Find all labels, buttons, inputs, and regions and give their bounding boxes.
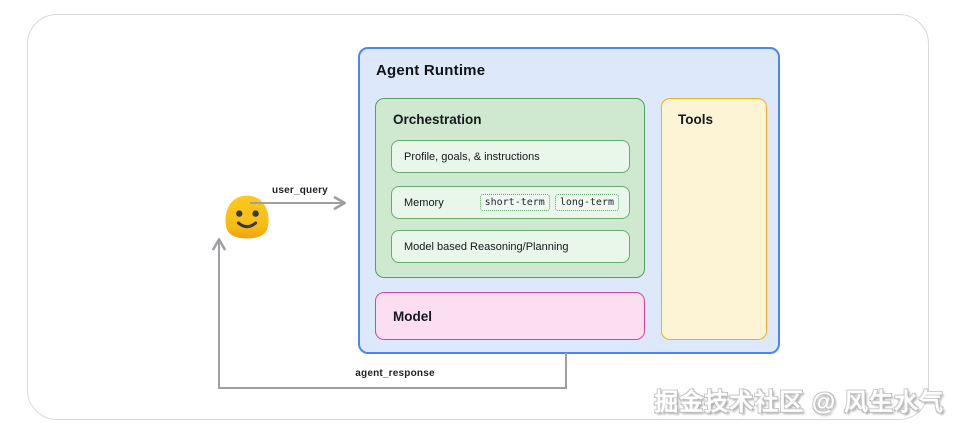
short-term-tag: short-term xyxy=(479,194,550,211)
agent-response-label: agent_response xyxy=(355,368,435,379)
profile-goals-instructions-box: Profile, goals, & instructions xyxy=(391,140,630,173)
profile-goals-instructions-label: Profile, goals, & instructions xyxy=(404,150,540,163)
orchestration-box: Orchestration Profile, goals, & instruct… xyxy=(375,98,645,278)
memory-tags: short-term long-term xyxy=(479,194,619,211)
model-title: Model xyxy=(393,308,432,324)
long-term-tag: long-term xyxy=(554,194,619,211)
memory-box: Memory short-term long-term xyxy=(391,186,630,219)
smiley-blob-icon xyxy=(225,195,269,239)
agent-runtime-title: Agent Runtime xyxy=(376,62,486,79)
tools-title: Tools xyxy=(678,112,713,127)
agent-runtime-box: Agent Runtime Orchestration Profile, goa… xyxy=(358,47,780,354)
model-reasoning-planning-label: Model based Reasoning/Planning xyxy=(404,240,569,253)
user-query-label: user_query xyxy=(272,185,328,196)
memory-label: Memory xyxy=(404,196,444,209)
model-reasoning-planning-box: Model based Reasoning/Planning xyxy=(391,230,630,263)
diagram-panel: Agent Runtime Orchestration Profile, goa… xyxy=(27,14,929,420)
tools-box: Tools xyxy=(661,98,767,340)
orchestration-title: Orchestration xyxy=(393,112,482,127)
user-smiley-emoji-icon xyxy=(220,193,274,241)
watermark-text: 掘金技术社区 @ 风生水气 xyxy=(654,389,944,416)
model-box: Model xyxy=(375,292,645,340)
